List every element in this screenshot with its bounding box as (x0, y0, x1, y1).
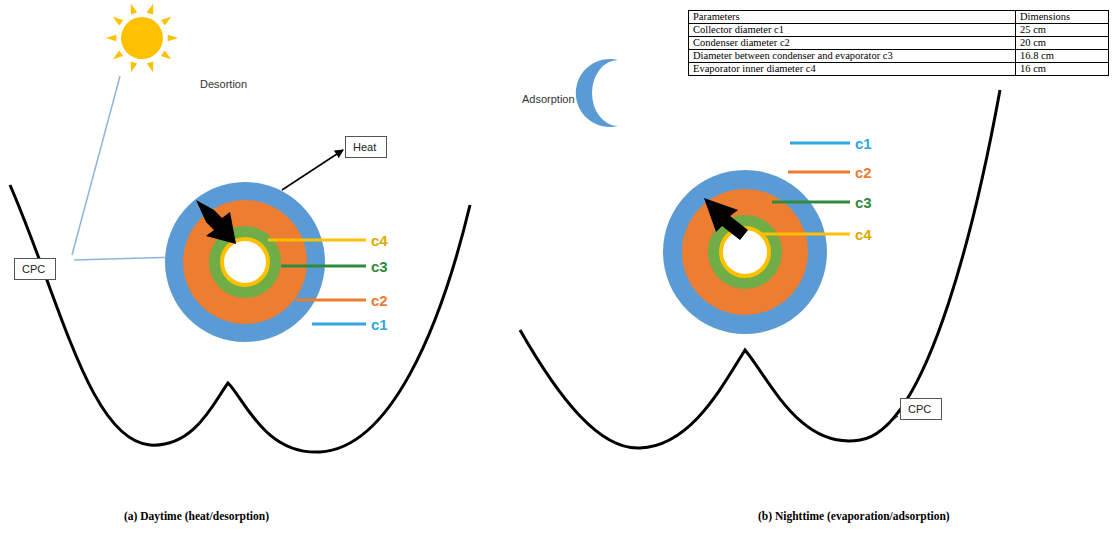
leader-line (760, 233, 850, 236)
sun-ray-spike (131, 4, 137, 15)
leader-line (790, 142, 850, 145)
sun-icon (106, 4, 178, 72)
leader-line (312, 323, 366, 326)
table-text: Diameter between condenser and evaporato… (693, 50, 893, 62)
layer-label: c3 (855, 194, 872, 211)
table-cell: 25 cm (1016, 24, 1109, 37)
sun-ray-spike (161, 50, 171, 59)
table-cell: 20 cm (1016, 37, 1109, 50)
leader-line (788, 171, 850, 174)
layer-label: c1 (371, 316, 388, 333)
layer-label: c3 (371, 258, 388, 275)
layer-label: c4 (855, 226, 872, 243)
figure-caption: (a) Daytime (heat/desorption) (124, 510, 269, 523)
table-cell: Parameters (689, 11, 1016, 24)
sun-ray-spike (147, 4, 153, 15)
table-text: 25 cm (1020, 24, 1046, 35)
cpc-box: CPC (900, 398, 942, 420)
flow-arrow (704, 198, 748, 240)
table-text: Parameters (693, 11, 740, 22)
sun-ray-spike (147, 61, 153, 72)
leader-line (872, 416, 898, 436)
table-cell: Dimensions (1016, 11, 1109, 24)
box-label: Heat (353, 141, 376, 153)
process-label: Desortion (200, 78, 247, 91)
cpc-box: CPC (14, 258, 56, 280)
cpc-reflector (10, 185, 470, 452)
layer-label: c2 (855, 164, 872, 181)
table-text: Collector diameter c1 (693, 24, 784, 35)
table-text: 20 cm (1020, 37, 1046, 48)
table-text: 16 cm (1020, 63, 1046, 74)
table-cell: Diameter between condenser and evaporato… (689, 50, 1016, 63)
table-cell: 16.8 cm (1016, 50, 1109, 63)
sun-ray-spike (161, 17, 171, 26)
sun-ray-spike (106, 35, 116, 42)
layer-label: c2 (371, 292, 388, 309)
box-label: CPC (908, 403, 931, 415)
process-label: Adsorption (522, 93, 575, 106)
leader-line (281, 265, 366, 268)
heat-arrow (282, 150, 343, 190)
sun-ray-spike (168, 35, 178, 42)
table-cell: Evaporator inner diameter c4 (689, 63, 1016, 76)
layer-label: c1 (855, 135, 872, 152)
table-text: 16.8 cm (1020, 50, 1054, 61)
cpc-reflector (520, 90, 1000, 448)
box-label: CPC (22, 263, 45, 275)
table-cell: 16 cm (1016, 63, 1109, 76)
sun-ray-spike (113, 17, 123, 26)
heat-box: Heat (345, 136, 387, 158)
sun-ray-spike (131, 61, 137, 72)
table-cell: Condenser diameter c2 (689, 37, 1016, 50)
sun-ray-spike (113, 50, 123, 59)
flow-arrow (196, 200, 236, 244)
table-text: Dimensions (1020, 11, 1070, 22)
sun-ray (72, 76, 120, 255)
sun-ray (74, 257, 180, 260)
tube-cross-section (165, 182, 325, 342)
parameter-table: Parameters DimensionsCollector diameter c… (688, 10, 1109, 76)
table-cell: Collector diameter c1 (689, 24, 1016, 37)
moon-icon (576, 59, 618, 127)
layer-label: c4 (371, 232, 388, 249)
figure-caption: (b) Nighttime (evaporation/adsorption) (758, 510, 950, 523)
table-text: Evaporator inner diameter c4 (693, 63, 816, 74)
table-text: Condenser diameter c2 (693, 37, 790, 48)
leader-line (772, 201, 850, 204)
tube-cross-section (663, 170, 827, 334)
leader-line (296, 299, 366, 302)
leader-line (268, 239, 366, 242)
